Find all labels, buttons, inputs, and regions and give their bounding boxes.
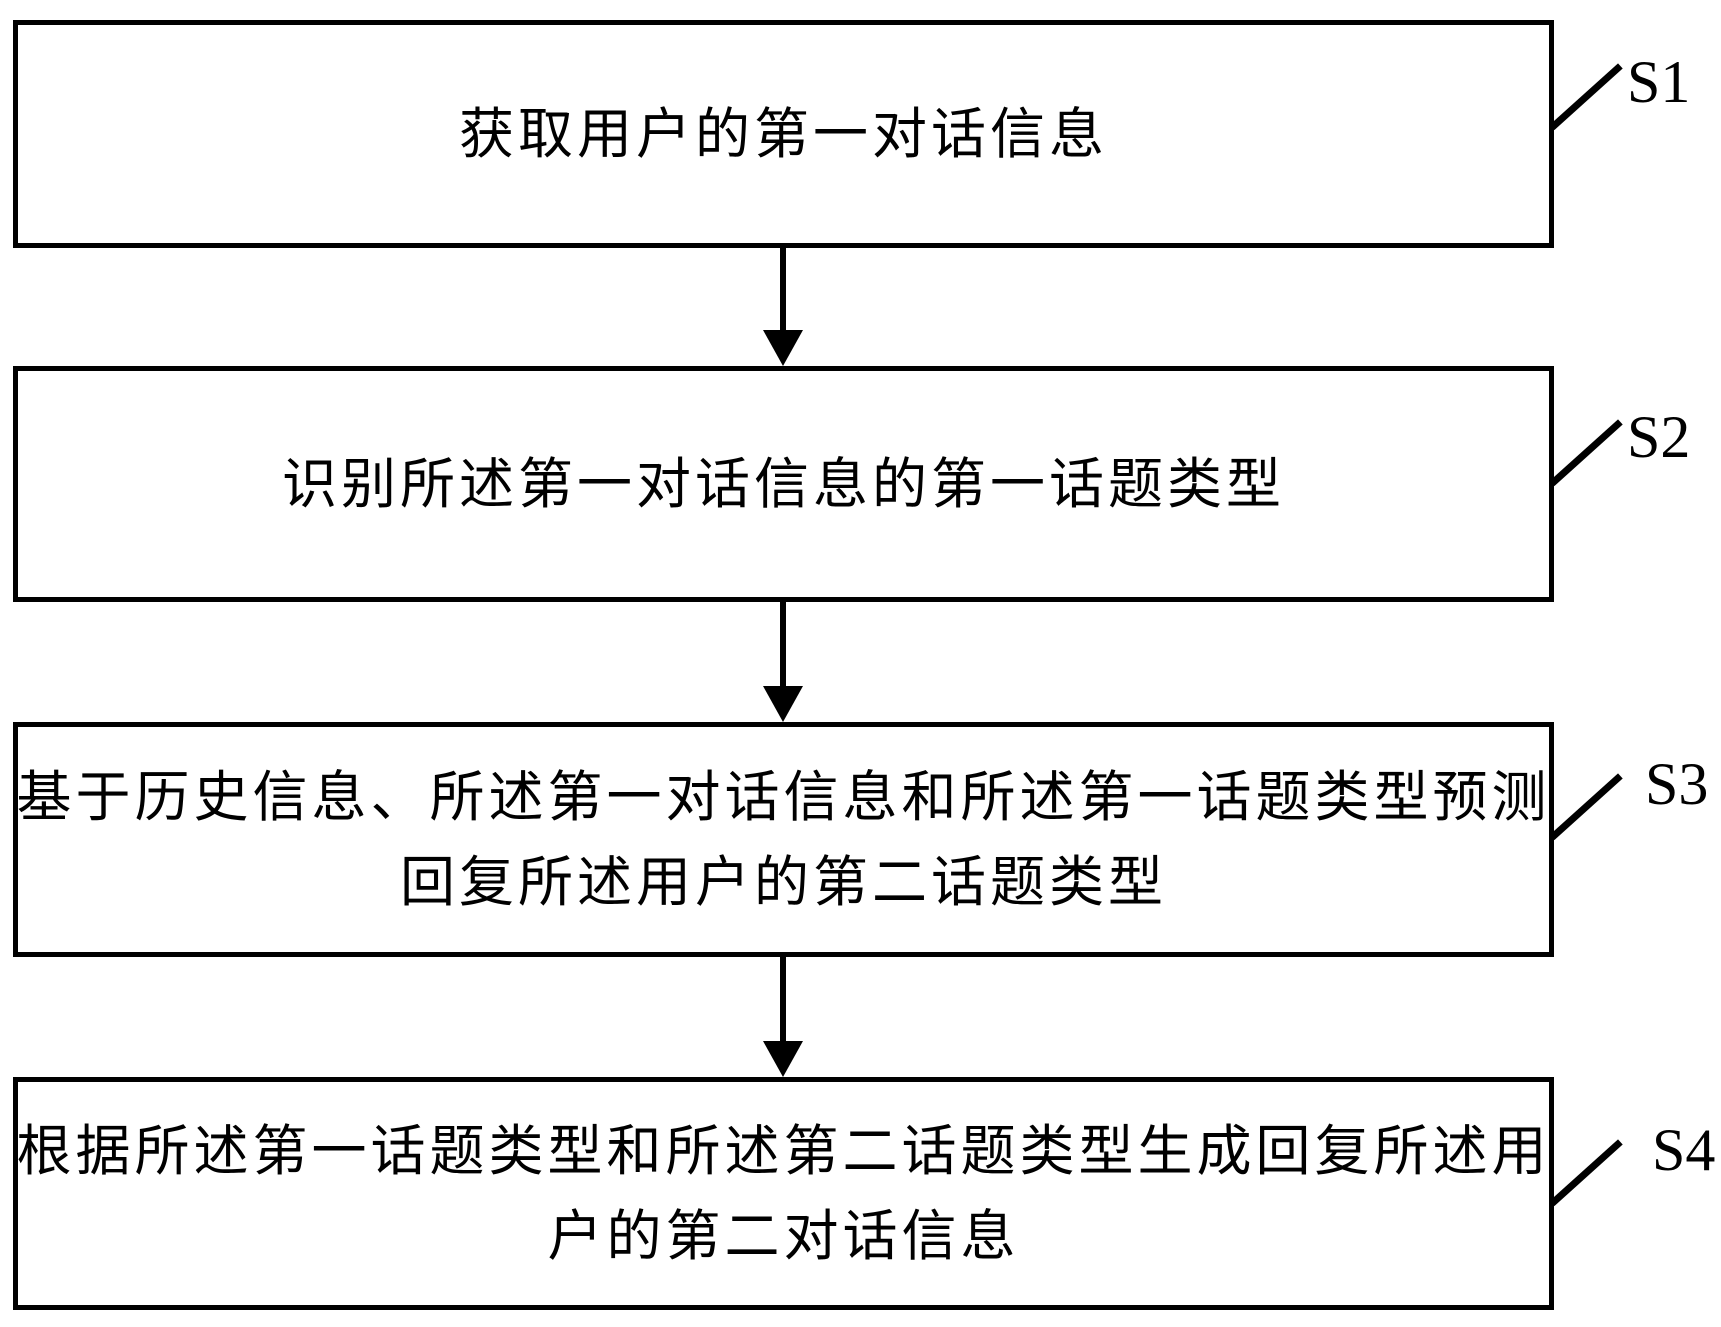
flow-arrow-2-stem: [780, 602, 786, 690]
step-1-leader-line: [1549, 63, 1623, 131]
flow-arrow-3-stem: [780, 957, 786, 1045]
flow-step-4-text-line-2: 户的第二对话信息: [547, 1203, 1020, 1268]
step-4-label: S4: [1652, 1117, 1716, 1183]
step-3-leader-line: [1549, 773, 1623, 841]
step-3-label: S3: [1645, 751, 1709, 817]
flow-step-4-box: 根据所述第一话题类型和所述第二话题类型生成回复所述用 户的第二对话信息: [13, 1077, 1554, 1310]
step-2-leader-line: [1549, 419, 1623, 487]
flow-arrow-3-head: [763, 1041, 803, 1077]
step-4-leader-line: [1549, 1139, 1623, 1207]
flow-step-2-box: 识别所述第一对话信息的第一话题类型: [13, 366, 1554, 602]
flow-arrow-2-head: [763, 686, 803, 722]
flow-step-1-box: 获取用户的第一对话信息: [13, 20, 1554, 248]
flow-step-1-text: 获取用户的第一对话信息: [458, 101, 1108, 166]
step-1-label: S1: [1627, 49, 1691, 115]
flow-step-3-box: 基于历史信息、所述第一对话信息和所述第一话题类型预测 回复所述用户的第二话题类型: [13, 722, 1554, 957]
flow-step-3-text-line-2: 回复所述用户的第二话题类型: [399, 849, 1167, 914]
flow-arrow-1-stem: [780, 248, 786, 334]
flow-arrow-1-head: [763, 330, 803, 366]
flow-step-4-text-line-1: 根据所述第一话题类型和所述第二话题类型生成回复所述用: [16, 1118, 1551, 1183]
flow-step-2-text: 识别所述第一对话信息的第一话题类型: [281, 451, 1285, 516]
flow-step-3-text-line-1: 基于历史信息、所述第一对话信息和所述第一话题类型预测: [16, 764, 1551, 829]
step-2-label: S2: [1627, 404, 1691, 470]
